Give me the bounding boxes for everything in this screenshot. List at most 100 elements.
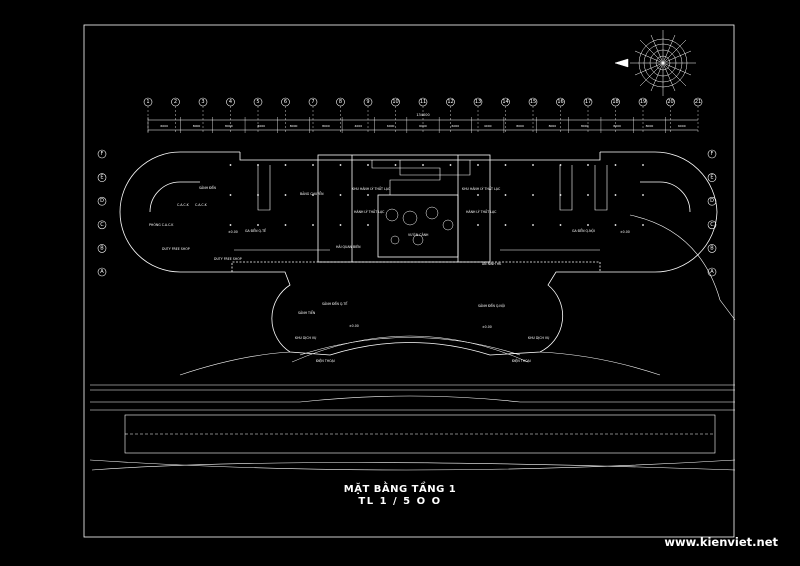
column-dot	[614, 224, 617, 226]
label-vuon-canh: VƯỜN CẢNH	[408, 232, 429, 237]
north-arrow-icon	[614, 30, 696, 96]
column-dot	[312, 164, 314, 166]
grid-column-11: 11	[418, 97, 428, 132]
column-dot	[422, 164, 424, 166]
grid-column-label: 9	[366, 99, 369, 105]
drawing-scale: TL 1 / 5 O O	[358, 496, 442, 507]
grid-column-label: 2	[174, 99, 177, 105]
grid-column-label: 11	[420, 99, 426, 105]
label-khu-dv-left: KHU DỊCH VỤ	[295, 336, 317, 340]
label-ga-den-qn: GA ĐẾN Q.NỘI	[572, 227, 595, 233]
dimension-segment: 4000	[484, 124, 492, 128]
grid-column-label: 3	[201, 99, 204, 105]
label-hanh-ly-right: HÀNH LÝ THẤT LẠC	[466, 209, 497, 214]
dimension-segment: 8000	[225, 124, 233, 128]
label-level-3: ±0.00	[349, 324, 359, 328]
grid-column-9: 9	[363, 97, 373, 132]
column-dot	[532, 164, 534, 166]
label-sanh-tien: SẢNH TIỀN	[298, 310, 316, 315]
room-labels: SẢNH ĐẾN C.A.C.K C.A.C.K PHÒNG C.A.C.K D…	[149, 184, 630, 363]
dimension-segment: 6000	[678, 124, 686, 128]
label-sanh-den: SẢNH ĐẾN	[199, 184, 216, 190]
column-dot	[394, 164, 397, 166]
grid-column-13: 13	[473, 97, 483, 132]
column-dot	[532, 194, 534, 196]
grid-column-label: 10	[392, 99, 398, 105]
label-bang-chuyen: BĂNG CHUYỀN	[300, 191, 324, 196]
column-dot	[284, 164, 287, 166]
structural-columns	[229, 164, 644, 226]
grid-column-7: 7	[308, 97, 318, 132]
column-dot	[504, 194, 507, 196]
grid-row-label: D	[100, 198, 104, 204]
label-hanh-ly-left: HÀNH LÝ THẤT LẠC	[354, 209, 385, 214]
label-dien-thoai-right: ĐIỆN THOẠI	[512, 358, 531, 363]
grid-column-19: 19	[638, 97, 648, 132]
dimension-segment: 4000	[354, 124, 362, 128]
column-dot	[642, 224, 644, 226]
dimension-segment: 8000	[646, 124, 654, 128]
column-dot	[532, 224, 534, 226]
dimension-segment: 6000	[160, 124, 168, 128]
dimension-segment: 6000	[387, 124, 395, 128]
grid-row-label: C	[100, 222, 104, 228]
column-dot	[614, 164, 617, 166]
label-an-ninh: AN NINH HK	[482, 262, 502, 266]
grid-column-label: 18	[612, 99, 618, 105]
column-dot	[229, 224, 232, 226]
grid-row-label: E	[710, 175, 713, 181]
grid-column-label: 21	[695, 99, 701, 105]
label-khu-hanh-ly-right: KHU HÀNH LÝ THẤT LẠC	[462, 186, 501, 191]
label-khu-hanh-ly-left: KHU HÀNH LÝ THẤT LẠC	[352, 186, 391, 191]
grid-column-label: 16	[557, 99, 563, 105]
grid-column-10: 10	[391, 97, 400, 132]
grid-column-label: 14	[502, 99, 508, 105]
column-dot	[559, 164, 562, 166]
column-dot	[339, 194, 342, 196]
grid-row-label: E	[100, 175, 103, 181]
grid-column-18: 18	[611, 97, 620, 132]
grid-row-label: D	[710, 198, 714, 204]
grid-column-label: 13	[475, 99, 481, 105]
grid-column-label: 17	[585, 99, 591, 105]
label-dien-thoai-left: ĐIỆN THOẠI	[316, 358, 335, 363]
label-cack-1: C.A.C.K	[177, 203, 190, 207]
label-level-1: ±0.00	[228, 230, 238, 234]
grid-row-label: C	[710, 222, 714, 228]
grid-column-label: 1	[146, 99, 149, 105]
column-dot	[642, 194, 644, 196]
column-dot	[477, 164, 479, 166]
grid-column-4: 4	[226, 97, 235, 132]
column-dot	[587, 164, 589, 166]
terminal-outline	[119, 151, 718, 363]
dimension-segment: 8000	[193, 124, 201, 128]
column-dot	[312, 224, 314, 226]
grid-column-20: 20	[666, 97, 675, 132]
label-phong-cack: PHÒNG C.A.C.K	[149, 222, 174, 227]
column-dot	[367, 194, 369, 196]
column-dot	[504, 164, 507, 166]
dimension-segment: 8000	[322, 124, 330, 128]
label-khu-dv-right: KHU DỊCH VỤ	[528, 336, 550, 340]
grid-row-label: A	[100, 269, 104, 275]
column-dot	[229, 164, 232, 166]
dimension-segment: 8000	[613, 124, 621, 128]
dimension-segment: 8000	[257, 124, 265, 128]
label-hai-quan: HẢI QUAN BIÊN	[336, 244, 361, 249]
grid-column-14: 14	[501, 97, 510, 132]
grid-column-label: 15	[530, 99, 536, 105]
label-sanh-den-qn: SẢNH ĐẾN Q.NỘI	[478, 302, 505, 308]
column-dot	[339, 224, 342, 226]
grid-column-15: 15	[528, 97, 538, 132]
dimension-segment: 8000	[290, 124, 298, 128]
dimension-segment: 8000	[549, 124, 557, 128]
grid-column-label: 4	[229, 99, 232, 105]
column-dot	[229, 194, 232, 196]
dimension-segment: 6000	[452, 124, 460, 128]
